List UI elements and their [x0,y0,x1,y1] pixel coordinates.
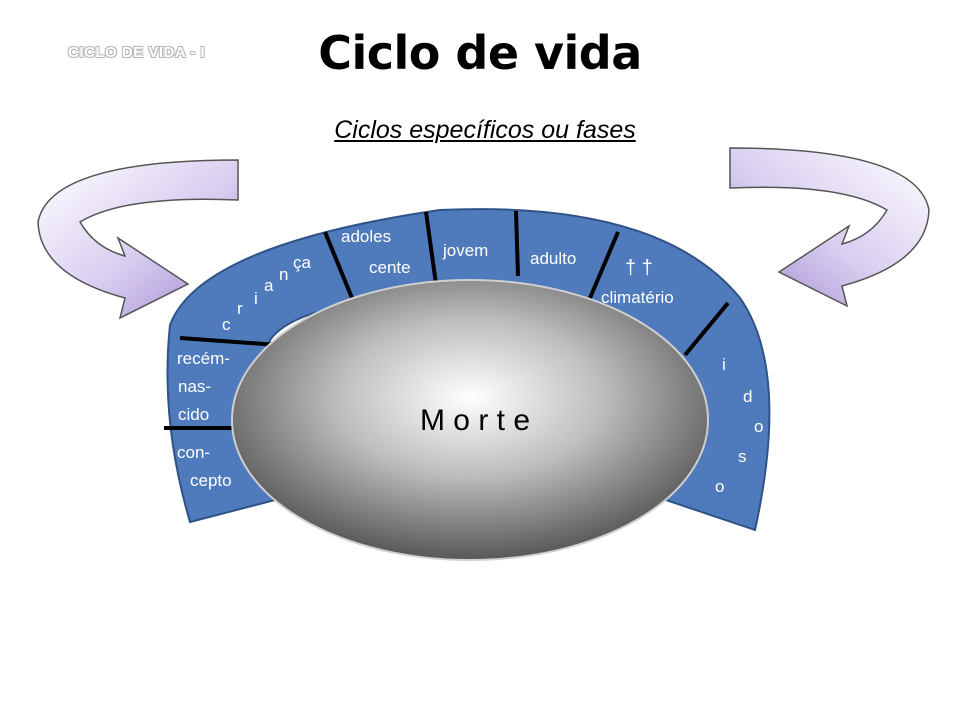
label-climacteric: climatério [601,288,674,307]
label-conception-2: cepto [190,471,232,490]
climacteric-symbols: † † [625,257,653,279]
label-child-i: i [254,289,258,308]
label-elderly-s: s [738,447,747,466]
label-newborn-3: cido [178,405,209,424]
death-label: M o r t e [420,404,530,437]
left-cycle-arrow [37,159,239,320]
label-adult: adulto [530,249,576,268]
label-elderly-d: d [743,387,752,406]
label-elderly-i: i [722,355,726,374]
death-ellipse [231,279,709,561]
label-adolescent-2: cente [369,258,411,277]
divider-young-adult [514,210,520,277]
label-elderly-o1: o [754,417,763,436]
page-subtitle: Ciclos específicos ou fases [334,116,636,144]
divider-adolescent-young [424,211,438,285]
right-cycle-arrow [729,147,930,308]
divider-climacteric-elderly [683,301,730,357]
label-young: jovem [442,241,488,260]
label-newborn-2: nas- [178,377,211,396]
label-child-ca: ça [293,253,312,272]
label-elderly-o2: o [715,477,724,496]
label-child-r: r [237,299,243,318]
page-title: Ciclo de vida [318,26,642,80]
label-child-n: n [279,265,288,284]
label-child-c: c [222,315,231,334]
divider-adult-climacteric [588,231,620,299]
label-newborn-1: recém- [177,349,230,368]
section-label: CICLO DE VIDA - I [68,44,206,61]
label-child-a: a [264,276,274,295]
label-adolescent-1: adoles [341,227,391,246]
divider-child-adolescent [323,231,354,299]
divider-newborn-child [179,336,279,347]
label-conception-1: con- [177,443,210,462]
